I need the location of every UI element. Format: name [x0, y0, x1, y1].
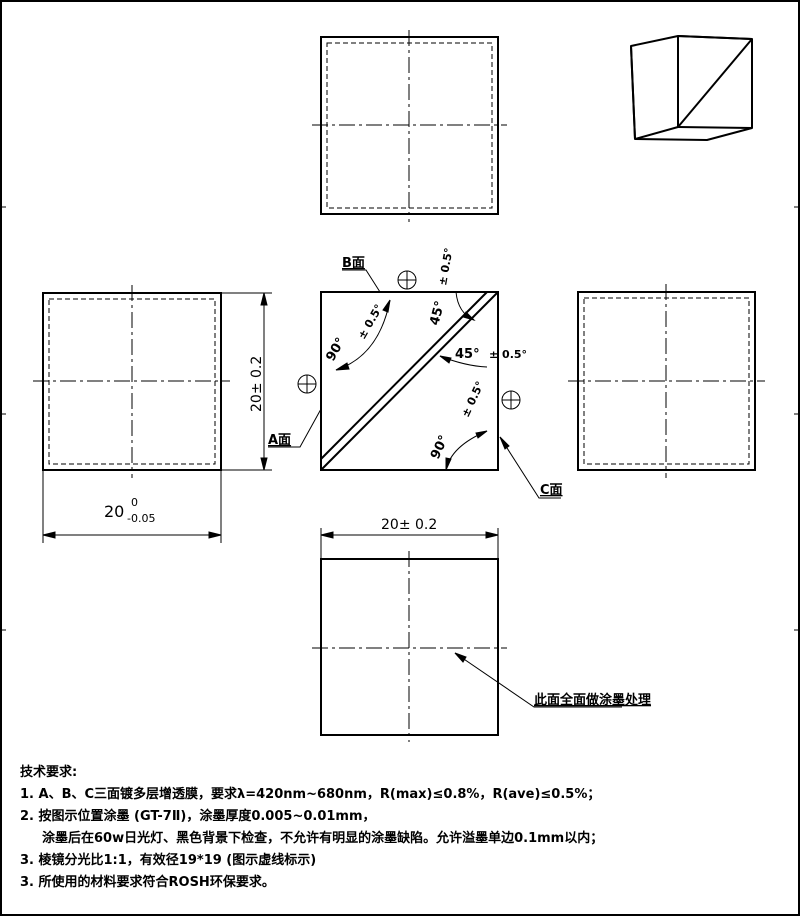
right-view	[568, 284, 765, 478]
dim-left-width-upper: 0	[131, 496, 138, 509]
dim-bottom-width: 20± 0.2	[381, 517, 437, 533]
notes-line-4: 3. 所使用的材料要求符合ROSH环保要求。	[20, 875, 275, 890]
technical-requirements: 技术要求: 1. A、B、C三面镀多层增透膜，要求λ=420nm~680nm，R…	[20, 762, 790, 894]
dim-left-height: 20± 0.2	[249, 356, 265, 412]
notes-heading: 技术要求:	[20, 765, 78, 780]
label-face-a: A面	[268, 433, 291, 448]
dim-left-width: 20	[104, 502, 124, 521]
angle-top-tol: ± 0.5°	[436, 247, 455, 287]
left-view	[33, 285, 272, 543]
angle-mid: 45°	[455, 347, 480, 362]
label-coat-note: 此面全面做涂墨处理	[534, 692, 651, 708]
label-face-b: B面	[342, 256, 365, 271]
dim-left-width-lower: -0.05	[127, 512, 155, 525]
bottom-view	[312, 528, 622, 742]
angle-top: 45°	[427, 299, 448, 327]
coating-marker-c	[501, 390, 521, 410]
front-view	[268, 269, 561, 499]
notes-line-1: 1. A、B、C三面镀多层增透膜，要求λ=420nm~680nm，R(max)≤…	[20, 787, 601, 802]
notes-line-2a: 2. 按图示位置涂墨 (GT-7Ⅱ)，涂墨厚度0.005~0.01mm，	[20, 809, 376, 824]
coating-marker-a	[297, 374, 317, 394]
angle-b-tol: ± 0.5°	[355, 302, 385, 341]
angle-mid-tol: ± 0.5°	[489, 348, 527, 361]
notes-line-3: 3. 棱镜分光比1:1，有效径19*19 (图示虚线标示)	[20, 853, 317, 868]
angle-b: 90°	[323, 335, 348, 364]
angle-c-tol: ± 0.5°	[459, 379, 487, 419]
isometric-cube	[630, 35, 753, 141]
notes-line-2b: 涂墨后在60w日光灯、黑色背景下检查，不允许有明显的涂墨缺陷。允许溢墨单边0.1…	[42, 831, 604, 846]
angle-c: 90°	[428, 433, 452, 462]
coating-marker-b	[397, 270, 417, 290]
label-face-c: C面	[540, 483, 563, 498]
top-view	[312, 30, 507, 222]
